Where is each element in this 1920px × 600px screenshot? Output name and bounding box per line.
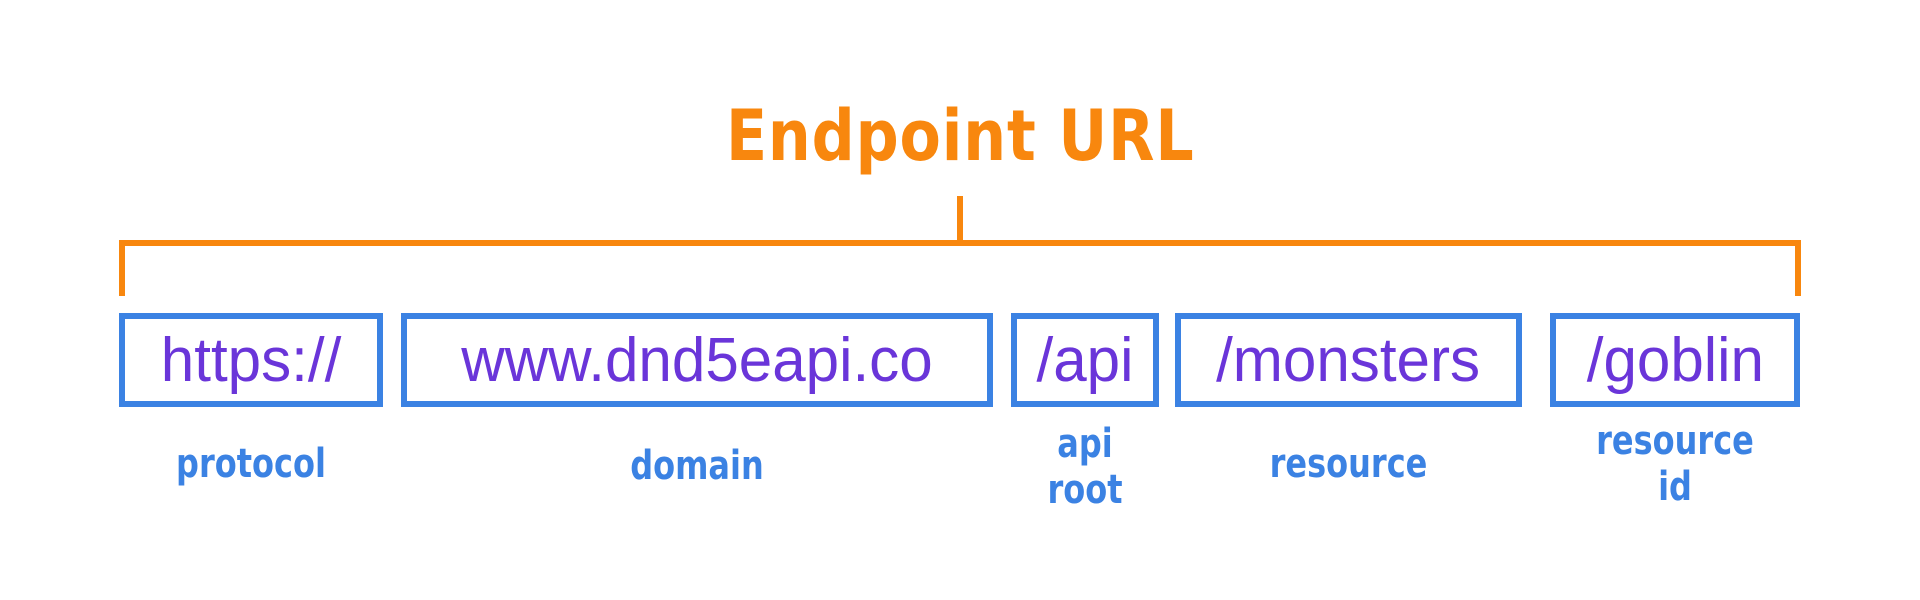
segment-resource: /monsters	[1175, 313, 1522, 407]
segment-api-root: /api	[1011, 313, 1159, 407]
segment-resource-text: /monsters	[1216, 325, 1481, 395]
diagram-title: Endpoint URL	[725, 95, 1195, 177]
segment-resource-id: /goblin	[1550, 313, 1800, 407]
segment-domain-text: www.dnd5eapi.co	[461, 325, 933, 395]
segment-protocol-text: https://	[160, 325, 342, 395]
segment-api-root-text: /api	[1036, 325, 1134, 395]
segment-resource-id-text: /goblin	[1586, 325, 1764, 395]
label-resource-id: resource id	[1550, 418, 1800, 510]
label-api-root: api root	[1011, 421, 1159, 513]
segment-domain: www.dnd5eapi.co	[401, 313, 993, 407]
label-api-root-line-1: api	[1057, 421, 1113, 467]
bracket-line	[119, 196, 1801, 296]
label-domain-line: domain	[630, 443, 764, 489]
label-protocol-line: protocol	[176, 441, 326, 487]
segment-protocol: https://	[119, 313, 383, 407]
label-resource-id-line-2: id	[1658, 464, 1692, 510]
label-resource-line: resource	[1269, 441, 1428, 487]
label-resource: resource	[1175, 441, 1522, 487]
label-api-root-line-2: root	[1047, 467, 1123, 513]
label-protocol: protocol	[119, 441, 383, 487]
label-domain: domain	[401, 443, 993, 489]
label-resource-id-line-1: resource	[1596, 418, 1754, 464]
